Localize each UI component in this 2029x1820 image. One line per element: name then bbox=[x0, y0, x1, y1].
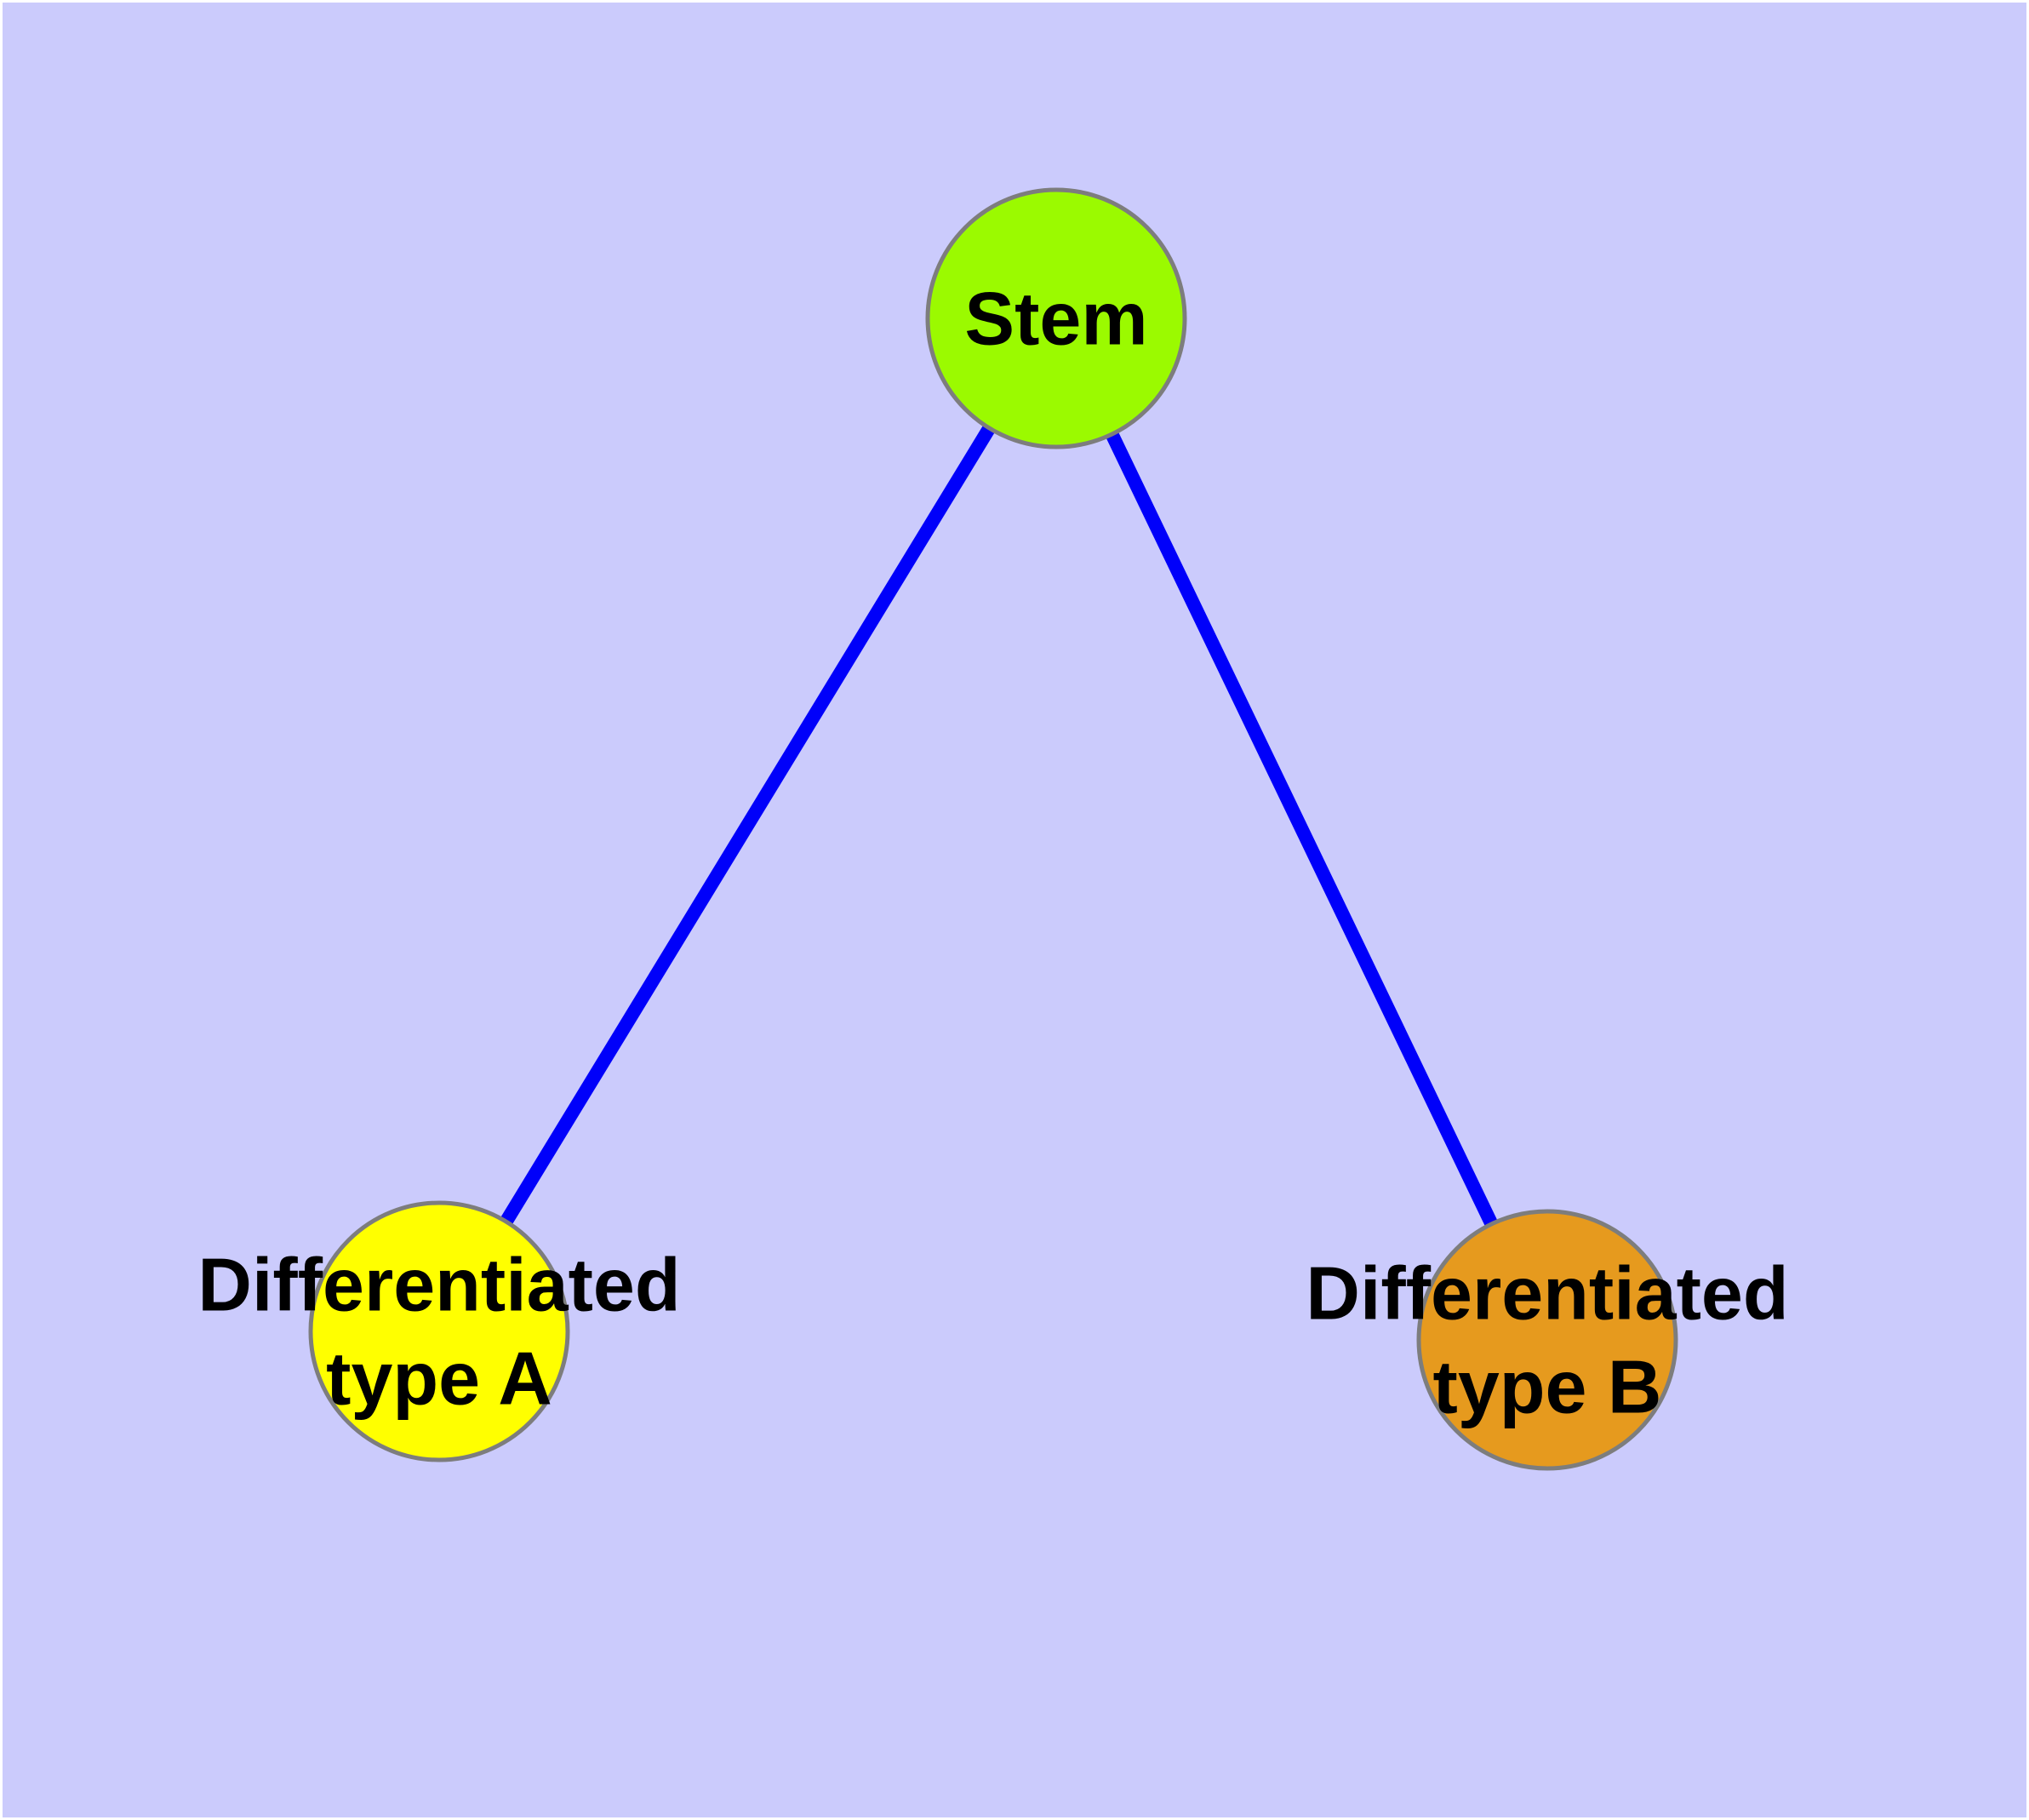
node-stem bbox=[925, 187, 1187, 449]
edge-stem-to-type-a bbox=[433, 314, 1062, 1336]
node-type-b-label-line1: Differentiated bbox=[1306, 1251, 1788, 1336]
node-stem-label: Stem bbox=[964, 277, 1147, 361]
node-type-a-label-line1: Differentiated bbox=[197, 1243, 680, 1327]
node-type-b-label-line2: type B bbox=[1433, 1345, 1662, 1429]
node-type-a-label-line2: type A bbox=[326, 1336, 552, 1421]
node-differentiated-type-b bbox=[1416, 1209, 1678, 1471]
node-differentiated-type-a bbox=[308, 1200, 570, 1462]
edge-stem-to-type-b bbox=[1049, 315, 1554, 1343]
